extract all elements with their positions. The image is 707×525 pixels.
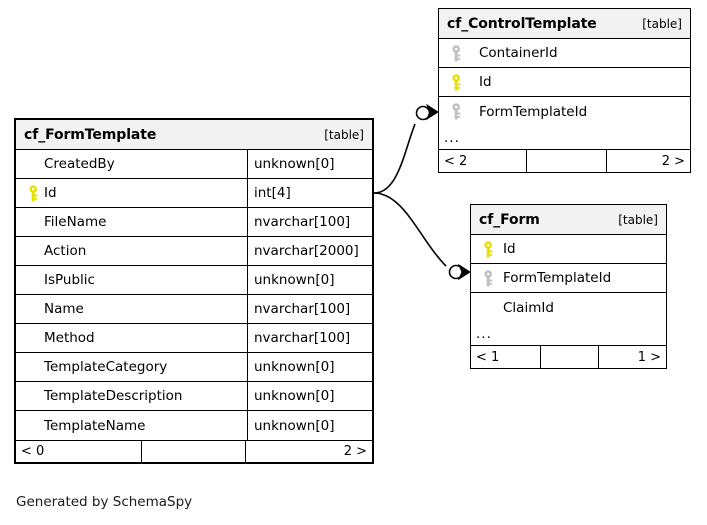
table-row[interactable]: IsPublic unknown[0] <box>16 266 372 295</box>
table-columns: CreatedBy unknown[0] <box>16 150 372 440</box>
table-type-tag: [table] <box>324 127 364 142</box>
column-name: CreatedBy <box>44 156 115 172</box>
table-row[interactable]: TemplateDescription unknown[0] <box>16 382 372 411</box>
table-cf-form[interactable]: cf_Form [table] Id <box>470 204 667 369</box>
footer-parent-count: < 2 <box>439 150 527 172</box>
table-footer: < 0 2 > <box>16 440 372 462</box>
table-type-tag: [table] <box>618 212 658 227</box>
footer-child-count: 1 > <box>637 349 661 365</box>
foreign-key-icon <box>477 269 499 287</box>
column-type: int[4] <box>254 185 291 201</box>
table-row[interactable]: Method nvarchar[100] <box>16 324 372 353</box>
relationship-formtemplate-form <box>373 192 471 281</box>
footer-parent-count: < 1 <box>471 346 541 368</box>
generated-by-caption: Generated by SchemaSpy <box>16 494 193 510</box>
footer-child-count: 2 > <box>661 153 685 169</box>
footer-middle <box>142 441 246 462</box>
more-columns-indicator: ... <box>471 322 666 346</box>
column-name: Name <box>44 301 84 317</box>
column-name: ContainerId <box>479 45 558 61</box>
table-header: cf_FormTemplate [table] <box>16 120 372 150</box>
table-type-tag: [table] <box>642 16 682 31</box>
table-row[interactable]: Id int[4] <box>16 179 372 208</box>
column-type: unknown[0] <box>254 388 335 404</box>
table-row[interactable]: TemplateCategory unknown[0] <box>16 353 372 382</box>
table-row[interactable]: Action nvarchar[2000] <box>16 237 372 266</box>
table-title: cf_Form <box>479 211 540 228</box>
column-name: FormTemplateId <box>503 270 612 286</box>
table-title: cf_ControlTemplate <box>447 15 597 32</box>
column-name: FileName <box>44 214 107 230</box>
table-cf-controltemplate[interactable]: cf_ControlTemplate [table] C <box>438 8 691 173</box>
column-name: TemplateDescription <box>44 388 183 404</box>
column-type: nvarchar[100] <box>254 214 351 230</box>
column-name: FormTemplateId <box>479 103 588 120</box>
column-type: unknown[0] <box>254 156 335 172</box>
column-type: nvarchar[2000] <box>254 243 359 259</box>
table-columns: ContainerId Id <box>439 39 690 126</box>
footer-parent-count: < 0 <box>16 441 142 462</box>
crowsfoot-many-marker <box>425 103 439 121</box>
footer-middle <box>541 346 599 368</box>
table-cf-formtemplate[interactable]: cf_FormTemplate [table] CreatedBy unknow… <box>14 118 374 464</box>
column-name: TemplateName <box>44 417 146 434</box>
column-name: Method <box>44 330 95 346</box>
table-row[interactable]: Id <box>471 235 666 264</box>
table-row[interactable]: ClaimId <box>471 293 666 322</box>
column-type: unknown[0] <box>254 272 335 288</box>
table-columns: Id FormTemplateId <box>471 235 666 322</box>
column-name: ClaimId <box>503 299 554 316</box>
cardinality-one-marker <box>415 105 431 121</box>
foreign-key-icon <box>445 44 467 62</box>
primary-key-icon <box>445 73 467 91</box>
column-name: Id <box>503 241 516 257</box>
footer-child-count: 2 > <box>343 444 367 459</box>
column-name: Action <box>44 243 87 259</box>
table-row[interactable]: FormTemplateId <box>471 264 666 293</box>
table-header: cf_Form [table] <box>471 205 666 235</box>
table-row[interactable]: FileName nvarchar[100] <box>16 208 372 237</box>
primary-key-icon <box>22 184 44 202</box>
footer-middle <box>527 150 607 172</box>
table-row[interactable]: ContainerId <box>439 39 690 68</box>
cardinality-one-marker <box>448 264 464 280</box>
table-footer: < 2 2 > <box>439 150 690 172</box>
table-title: cf_FormTemplate <box>24 126 157 143</box>
column-type: nvarchar[100] <box>254 301 351 317</box>
table-row[interactable]: FormTemplateId <box>439 97 690 126</box>
more-columns-indicator: ... <box>439 126 690 150</box>
column-type: nvarchar[100] <box>254 330 351 346</box>
crowsfoot-many-marker <box>457 263 471 281</box>
table-row[interactable]: Name nvarchar[100] <box>16 295 372 324</box>
column-name: TemplateCategory <box>44 359 168 375</box>
table-header: cf_ControlTemplate [table] <box>439 9 690 39</box>
primary-key-icon <box>477 240 499 258</box>
column-name: IsPublic <box>44 272 95 288</box>
column-type: unknown[0] <box>254 417 335 434</box>
column-name: Id <box>479 74 492 90</box>
table-row[interactable]: TemplateName unknown[0] <box>16 411 372 440</box>
table-row[interactable]: Id <box>439 68 690 97</box>
table-footer: < 1 1 > <box>471 346 666 368</box>
column-name: Id <box>44 185 57 201</box>
table-row[interactable]: CreatedBy unknown[0] <box>16 150 372 179</box>
column-type: unknown[0] <box>254 359 335 375</box>
relationship-formtemplate-controltemplate <box>373 103 439 194</box>
foreign-key-icon <box>445 103 467 120</box>
